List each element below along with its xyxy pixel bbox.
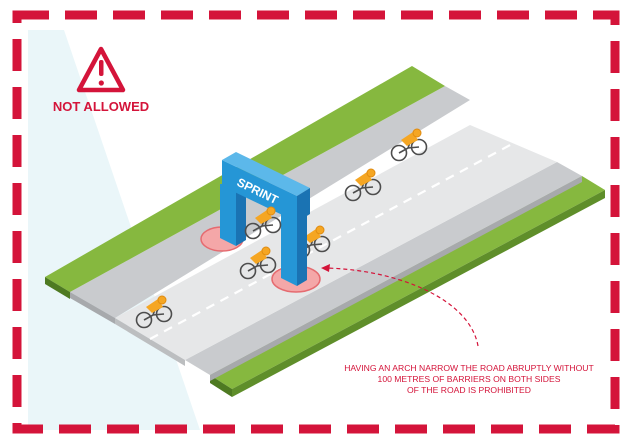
sprint-arch: SPRINT [220, 152, 310, 286]
caption-line-1: HAVING AN ARCH NARROW THE ROAD ABRUPTLY … [344, 363, 594, 373]
cyclist-icon [244, 206, 282, 240]
road-surface [115, 125, 557, 366]
cyclist-icon [344, 168, 382, 202]
caption-line-3: OF THE ROAD IS PROHIBITED [407, 385, 531, 395]
cyclist-icon [293, 225, 331, 259]
cyclist-icon [135, 295, 173, 329]
warning-sign: NOT ALLOWED [53, 46, 149, 114]
caption: HAVING AN ARCH NARROW THE ROAD ABRUPTLY … [344, 363, 594, 395]
dashed-border [12, 10, 620, 434]
cyclist-icon [390, 128, 428, 162]
road-centre-line [149, 143, 513, 340]
cyclist-icon [239, 246, 277, 280]
sidewalk-right [185, 162, 582, 381]
pointer-arrow [321, 264, 479, 347]
warning-triangle-icon [76, 46, 126, 93]
caption-line-2: 100 METRES OF BARRIERS ON BOTH SIDES [378, 374, 561, 384]
notice-label: NOT ALLOWED [53, 99, 149, 114]
